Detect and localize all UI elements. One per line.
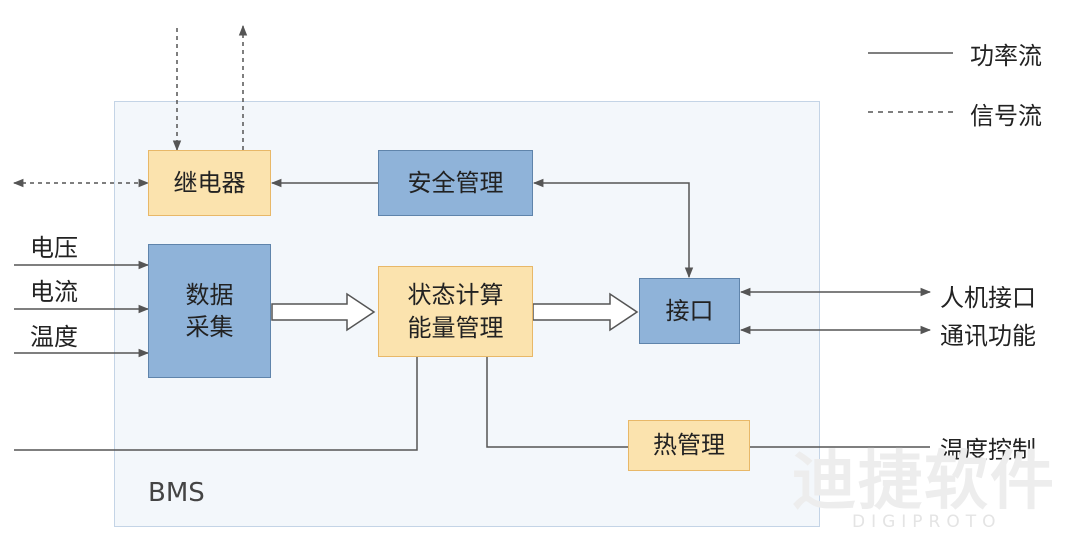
- acquisition-to-state-arrow: [271, 292, 376, 332]
- state-power-line: [14, 357, 418, 451]
- hmi-label: 人机接口: [940, 284, 1036, 312]
- voltage-label: 电压: [30, 234, 78, 262]
- data-acquisition-block: 数据 采集: [148, 244, 271, 378]
- legend-power-label: 功率流: [970, 42, 1042, 70]
- bms-label: BMS: [148, 478, 205, 508]
- legend-signal-label: 信号流: [970, 102, 1042, 130]
- current-label: 电流: [30, 278, 78, 306]
- relay-block: 继电器: [148, 150, 271, 216]
- safety-interface-link: [532, 178, 694, 279]
- safety-management-block: 安全管理: [378, 150, 533, 216]
- state-to-thermal-line: [486, 357, 628, 448]
- watermark-subtitle: DIGIPROTO: [852, 512, 1002, 532]
- comm-label: 通讯功能: [940, 322, 1036, 350]
- thermal-management-block: 热管理: [628, 420, 750, 471]
- temperature-label: 温度: [30, 323, 78, 351]
- interface-block: 接口: [639, 278, 740, 344]
- state-energy-management-block: 状态计算 能量管理: [378, 266, 533, 357]
- state-to-interface-arrow: [532, 292, 639, 332]
- watermark-logo: 迪捷软件: [792, 445, 1056, 519]
- temp-control-label: 温度控制: [940, 436, 1036, 464]
